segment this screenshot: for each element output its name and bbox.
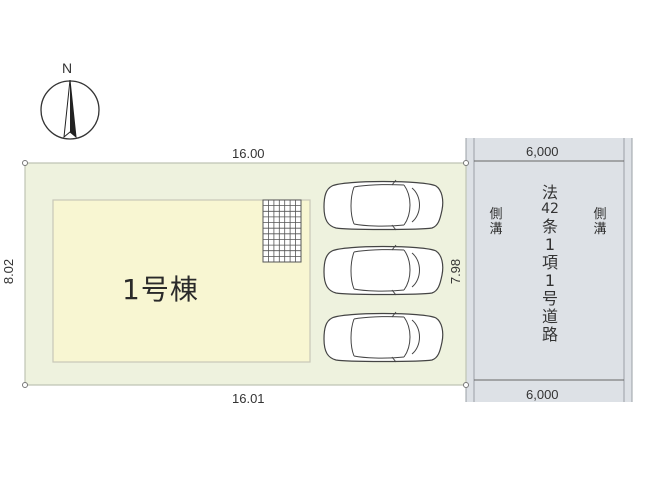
road-name-char: 条 — [541, 216, 558, 236]
lot-top-length: 16.00 — [232, 146, 265, 161]
road-name-char: 道 — [541, 307, 558, 327]
car-icon — [323, 244, 444, 296]
road-area — [466, 138, 632, 402]
ditch-left-char: 側 — [489, 207, 503, 222]
lot-corner-bottom-right — [463, 382, 469, 388]
balcony-grid — [262, 199, 302, 263]
ditch-right-char: 側 — [593, 207, 607, 222]
road-name-char: 1 — [544, 271, 556, 291]
road-name-char: 号 — [541, 289, 558, 309]
lot-corner-top-right — [463, 160, 469, 166]
compass-north-label: N — [62, 60, 73, 76]
ditch-left-label: 側 溝 — [488, 207, 504, 238]
lot-left-depth: 8.02 — [1, 258, 17, 285]
road-width-bottom: 6,000 — [526, 387, 559, 402]
ditch-right-char: 溝 — [593, 221, 607, 237]
road-name-char: 42 — [541, 201, 559, 218]
road-name-char: 路 — [541, 325, 558, 345]
ditch-left-char: 溝 — [489, 221, 503, 237]
balcony-grid-lines — [263, 200, 301, 262]
lot-corner-top-left — [22, 160, 28, 166]
road-name-vertical: 法 42 条 1 項 1 号 道 路 — [540, 183, 560, 345]
car-icon — [323, 311, 444, 363]
lot-right-depth: 7.98 — [448, 258, 464, 285]
building-label: 1号棟 — [122, 273, 199, 306]
road-name-char: 1 — [544, 234, 556, 254]
road-name-char: 法 — [541, 183, 558, 202]
road-width-top: 6,000 — [526, 144, 559, 159]
road-name-char: 項 — [541, 253, 558, 273]
north-arrow-icon — [63, 79, 77, 139]
lot-corner-bottom-left — [22, 382, 28, 388]
car-icon — [323, 179, 444, 231]
ditch-right-label: 側 溝 — [592, 207, 608, 238]
lot-bottom-length: 16.01 — [232, 391, 265, 406]
